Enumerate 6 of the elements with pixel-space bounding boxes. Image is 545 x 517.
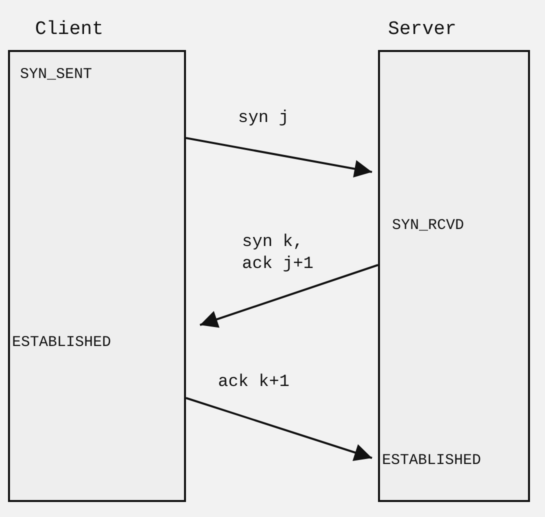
- state-label: SYN_SENT: [20, 66, 92, 83]
- state-label: ESTABLISHED: [382, 452, 482, 469]
- lifeline-heading: Server: [388, 18, 456, 40]
- lifeline-heading: Client: [35, 18, 104, 40]
- state-label: ESTABLISHED: [12, 334, 112, 351]
- state-label: SYN_RCVD: [392, 217, 464, 234]
